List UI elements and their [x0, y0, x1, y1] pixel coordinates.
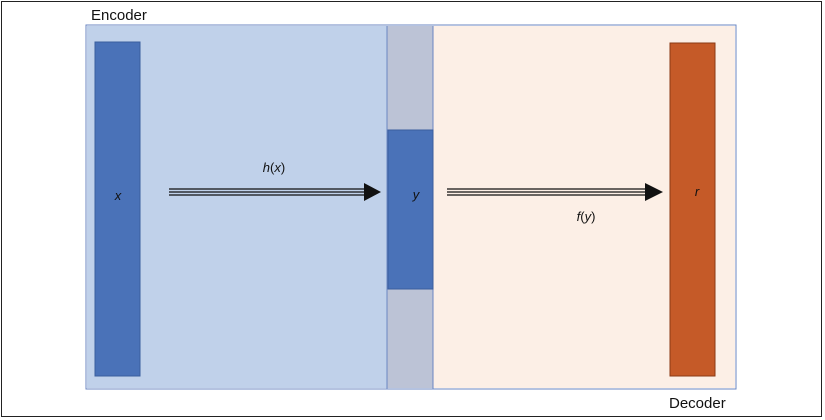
encoder-arrow: [169, 183, 381, 201]
autoencoder-boundary: [85, 24, 737, 390]
output-layer-label: r: [695, 184, 700, 199]
input-layer-bar: [94, 41, 141, 377]
decoder-label: Decoder: [669, 395, 726, 412]
input-layer-label: x: [114, 188, 122, 203]
decoder-function-label: f(y): [577, 209, 596, 224]
code-layer-label: y: [412, 187, 421, 202]
decoder-arrow: [447, 183, 663, 201]
output-layer-bar: [669, 42, 716, 377]
code-layer-bar: [387, 129, 434, 290]
encoder-label: Encoder: [91, 7, 147, 24]
encoder-function-label: h(x): [263, 160, 285, 175]
